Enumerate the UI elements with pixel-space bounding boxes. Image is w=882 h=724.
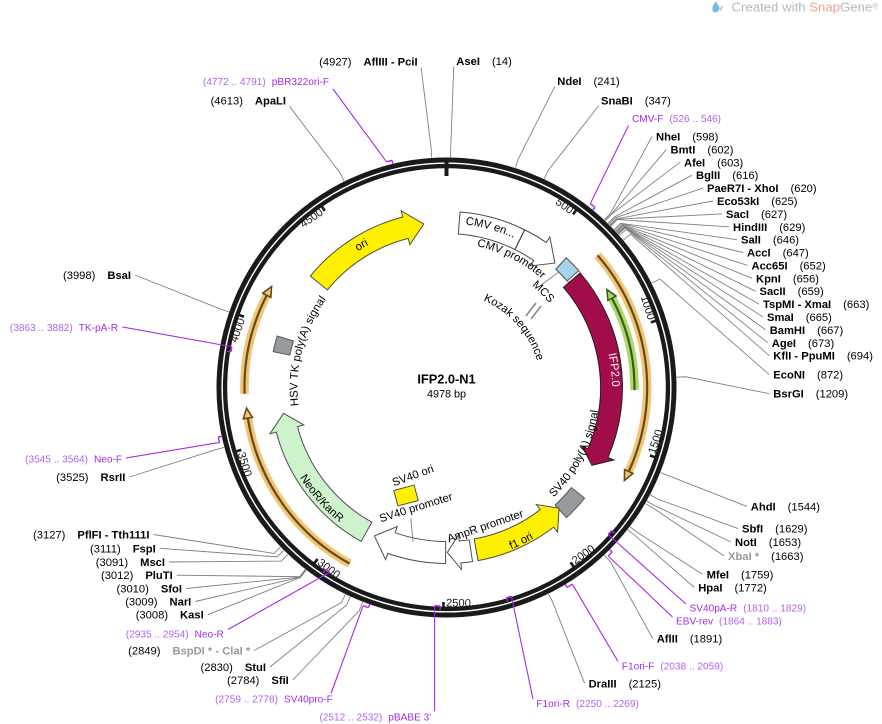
svg-text:(2784)SfiI: (2784)SfiI bbox=[227, 675, 289, 687]
svg-text:DraIII(2125): DraIII(2125) bbox=[589, 678, 662, 690]
svg-text:AccI(647): AccI(647) bbox=[747, 248, 809, 260]
svg-text:SacI(627): SacI(627) bbox=[726, 209, 787, 221]
svg-text:(3111)FspI: (3111)FspI bbox=[90, 543, 156, 555]
svg-text:Eco53kI(625): Eco53kI(625) bbox=[717, 196, 798, 208]
svg-text:BamHI(667): BamHI(667) bbox=[770, 325, 844, 337]
svg-text:F1ori-F(2038 .. 2059): F1ori-F(2038 .. 2059) bbox=[622, 662, 723, 673]
svg-text:SV40pA-R(1810 .. 1829): SV40pA-R(1810 .. 1829) bbox=[690, 604, 807, 615]
svg-text:AgeI(673): AgeI(673) bbox=[772, 338, 835, 350]
svg-text:(4613)ApaLI: (4613)ApaLI bbox=[211, 95, 286, 107]
svg-text:Created with SnapGene®: Created with SnapGene® bbox=[732, 0, 879, 15]
svg-text:EcoNI(872): EcoNI(872) bbox=[773, 370, 843, 382]
svg-text:HpaI(1772): HpaI(1772) bbox=[698, 582, 767, 594]
svg-text:IFP2.0: IFP2.0 bbox=[606, 352, 621, 387]
svg-text:MfeI(1759): MfeI(1759) bbox=[707, 569, 774, 581]
svg-text:CMV-F(526 .. 546): CMV-F(526 .. 546) bbox=[632, 114, 721, 125]
svg-text:SnaBI(347): SnaBI(347) bbox=[601, 96, 671, 108]
svg-text:(3863 .. 3882)TK-pA-R: (3863 .. 3882)TK-pA-R bbox=[10, 323, 118, 334]
svg-text:KflI - PpuMI(694): KflI - PpuMI(694) bbox=[773, 351, 873, 363]
svg-text:XbaI *(1663): XbaI *(1663) bbox=[728, 551, 804, 563]
svg-text:Acc65I(652): Acc65I(652) bbox=[752, 260, 826, 272]
svg-text:PaeR7I - XhoI(620): PaeR7I - XhoI(620) bbox=[707, 183, 817, 195]
svg-text:NotI(1653): NotI(1653) bbox=[735, 537, 801, 549]
svg-text:(4927)AflIII - PciI: (4927)AflIII - PciI bbox=[319, 57, 417, 69]
svg-text:AfeI(603): AfeI(603) bbox=[684, 157, 744, 169]
svg-text:(2759 .. 2778)SV40pro-F: (2759 .. 2778)SV40pro-F bbox=[215, 695, 333, 706]
svg-text:BmtI(602): BmtI(602) bbox=[671, 144, 734, 156]
svg-text:TspMI - XmaI(663): TspMI - XmaI(663) bbox=[763, 299, 870, 311]
svg-text:F1ori-R(2250 .. 2269): F1ori-R(2250 .. 2269) bbox=[536, 699, 639, 710]
svg-text:(3545 .. 3564)Neo-F: (3545 .. 3564)Neo-F bbox=[25, 455, 122, 466]
svg-text:(3127)PflFI - Tth111I: (3127)PflFI - Tth111I bbox=[33, 530, 149, 542]
svg-text:BsrGI(1209): BsrGI(1209) bbox=[773, 389, 848, 401]
svg-text:(2512 .. 2532)pBABE 3': (2512 .. 2532)pBABE 3' bbox=[319, 713, 431, 724]
svg-text:(3998)BsaI: (3998)BsaI bbox=[63, 270, 131, 282]
svg-text:BglII(616): BglII(616) bbox=[696, 170, 759, 182]
svg-text:SbfI(1629): SbfI(1629) bbox=[742, 524, 808, 536]
svg-text:(3009)NarI: (3009)NarI bbox=[125, 597, 191, 609]
svg-text:(2935 .. 2954)Neo-R: (2935 .. 2954)Neo-R bbox=[126, 630, 224, 641]
svg-text:(4772 .. 4791)pBR322ori-F: (4772 .. 4791)pBR322ori-F bbox=[203, 77, 329, 88]
svg-text:SacII(659): SacII(659) bbox=[760, 286, 825, 298]
svg-text:IFP2.0-N1: IFP2.0-N1 bbox=[417, 372, 475, 387]
svg-text:KpnI(656): KpnI(656) bbox=[756, 273, 819, 285]
svg-text:2500: 2500 bbox=[446, 598, 471, 610]
svg-text:SmaI(665): SmaI(665) bbox=[767, 312, 832, 324]
svg-text:(2849)BspDI * - ClaI *: (2849)BspDI * - ClaI * bbox=[128, 646, 251, 658]
svg-text:(3010)SfoI: (3010)SfoI bbox=[117, 584, 182, 596]
svg-text:(3008)KasI: (3008)KasI bbox=[136, 610, 204, 622]
svg-text:4978 bp: 4978 bp bbox=[427, 389, 466, 401]
svg-text:AflII(1891): AflII(1891) bbox=[657, 634, 723, 646]
svg-text:AhdI(1544): AhdI(1544) bbox=[751, 501, 820, 513]
svg-text:EBV-rev(1864 .. 1883): EBV-rev(1864 .. 1883) bbox=[676, 617, 782, 628]
svg-text:(3012)PluTI: (3012)PluTI bbox=[101, 570, 173, 582]
svg-text:AseI(14): AseI(14) bbox=[456, 56, 512, 68]
svg-text:SalI(646): SalI(646) bbox=[741, 235, 799, 247]
svg-text:(3091)MscI: (3091)MscI bbox=[96, 557, 165, 569]
svg-text:HindIII(629): HindIII(629) bbox=[733, 222, 806, 234]
svg-text:(2830)StuI: (2830)StuI bbox=[201, 662, 266, 674]
svg-text:(3525)RsrII: (3525)RsrII bbox=[56, 472, 125, 484]
svg-text:NheI(598): NheI(598) bbox=[656, 132, 719, 144]
svg-text:NdeI(241): NdeI(241) bbox=[557, 76, 620, 88]
